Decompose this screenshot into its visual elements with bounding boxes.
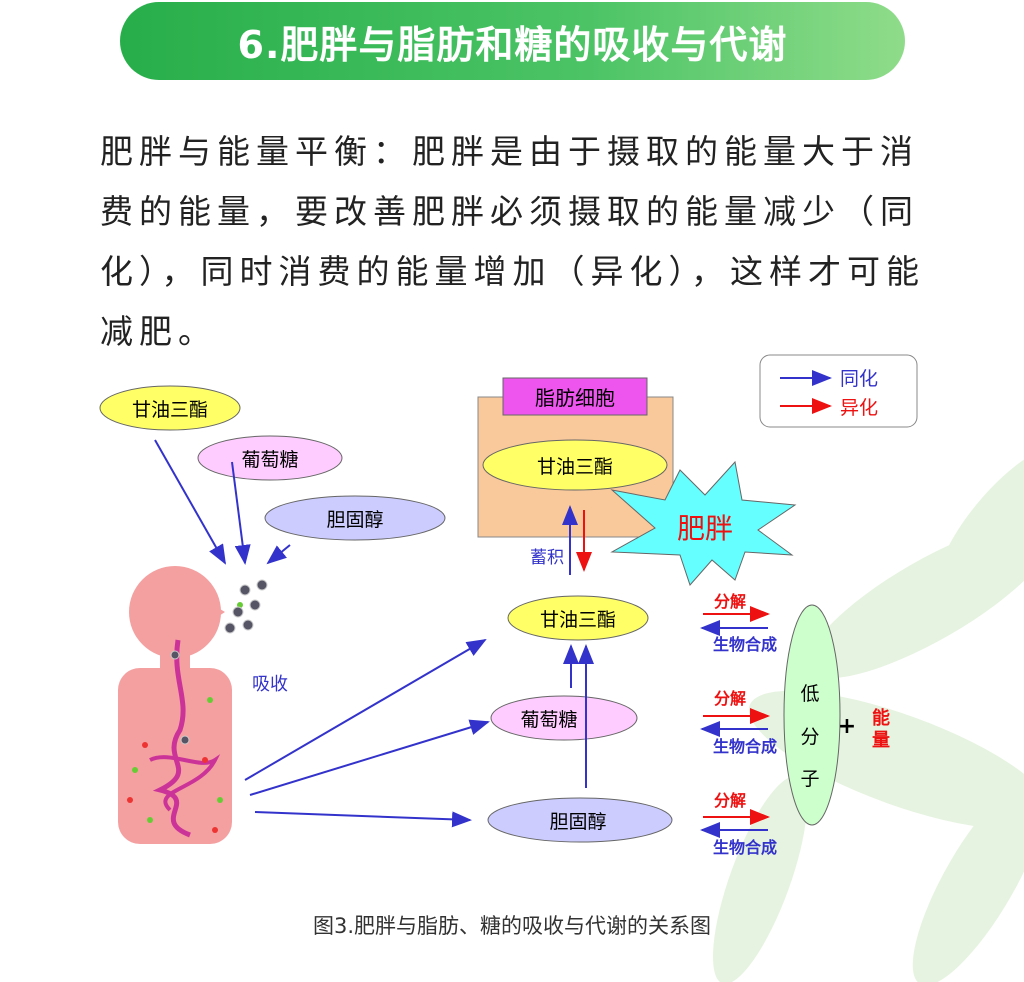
intro-paragraph: 肥胖与能量平衡：肥胖是由于摄取的能量大于消费的能量，要改善肥胖必须摄取的能量减少… xyxy=(100,132,925,351)
fat-cell-triglyceride: 甘油三酯 xyxy=(537,456,613,478)
plus-sign: + xyxy=(838,714,856,739)
fat-cell-label: 脂肪细胞 xyxy=(535,386,615,410)
figure-caption: 图3.肥胖与脂肪、糖的吸收与代谢的关系图 xyxy=(312,914,712,938)
store-label: 蓄积 xyxy=(530,548,564,568)
svg-text:甘油三酯: 甘油三酯 xyxy=(132,399,208,421)
svg-text:分: 分 xyxy=(800,726,819,748)
svg-text:分解: 分解 xyxy=(714,791,746,810)
svg-text:分解: 分解 xyxy=(714,592,746,611)
intake-triglyceride: 甘油三酯 xyxy=(99,385,241,431)
svg-text:葡萄糖: 葡萄糖 xyxy=(241,449,298,471)
intake-glucose: 葡萄糖 xyxy=(197,435,343,481)
absorb-label: 吸收 xyxy=(252,674,288,695)
legend: 同化 异化 xyxy=(759,354,918,428)
svg-text:葡萄糖: 葡萄糖 xyxy=(520,709,577,731)
title-banner: 6.肥胖与脂肪和糖的吸收与代谢 xyxy=(120,2,905,80)
intake-arrows xyxy=(154,439,291,565)
legend-catabolism: 异化 xyxy=(840,397,878,419)
energy-label-1: 能 xyxy=(872,707,890,729)
low-molecule-ellipse: 低 分 子 xyxy=(783,604,841,826)
svg-text:分解: 分解 xyxy=(714,689,746,708)
legend-anabolism: 同化 xyxy=(840,368,878,390)
svg-text:生物合成: 生物合成 xyxy=(713,838,777,857)
reaction-3: 分解 生物合成 xyxy=(700,791,777,857)
svg-text:低: 低 xyxy=(800,683,819,705)
absorb-arrows xyxy=(244,638,490,828)
intake-cholesterol: 胆固醇 xyxy=(264,495,446,541)
svg-text:生物合成: 生物合成 xyxy=(713,635,777,654)
molecule-glucose: 葡萄糖 xyxy=(490,695,638,741)
reaction-2: 分解 生物合成 xyxy=(700,689,777,756)
page-title: 6.肥胖与脂肪和糖的吸收与代谢 xyxy=(237,22,788,67)
svg-text:胆固醇: 胆固醇 xyxy=(326,509,383,531)
reaction-1: 分解 生物合成 xyxy=(700,592,777,654)
svg-text:甘油三酯: 甘油三酯 xyxy=(540,609,616,631)
energy-label-2: 量 xyxy=(872,729,890,751)
svg-text:肥胖: 肥胖 xyxy=(677,512,733,545)
obesity-burst: 肥胖 xyxy=(610,460,797,586)
svg-text:生物合成: 生物合成 xyxy=(713,737,777,756)
svg-text:胆固醇: 胆固醇 xyxy=(549,811,606,833)
svg-text:子: 子 xyxy=(800,768,819,790)
molecule-cholesterol: 胆固醇 xyxy=(487,797,673,843)
molecule-triglyceride: 甘油三酯 xyxy=(507,595,649,641)
human-digestive-figure xyxy=(118,566,268,844)
